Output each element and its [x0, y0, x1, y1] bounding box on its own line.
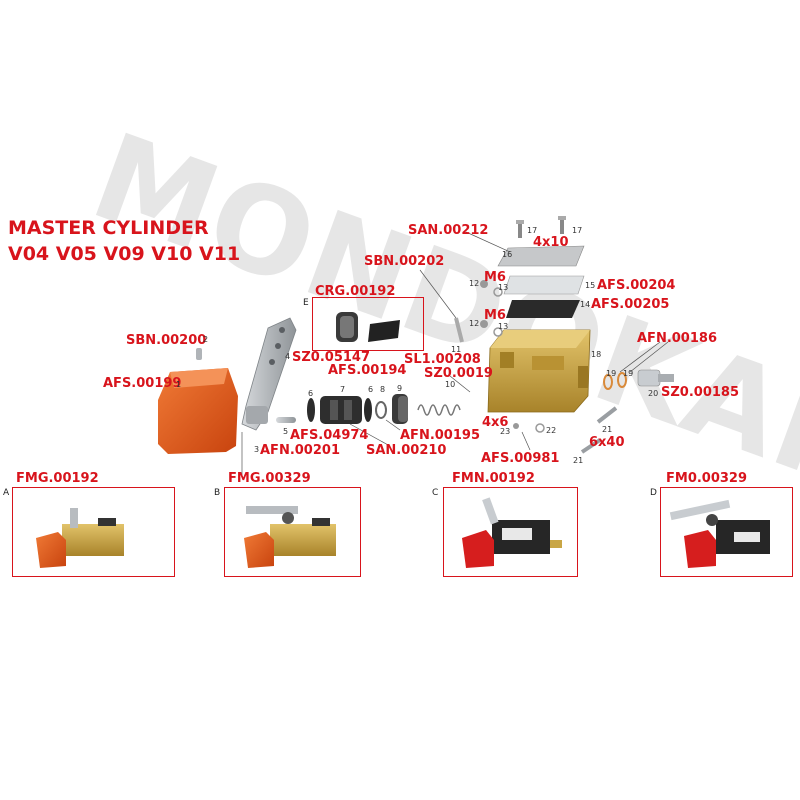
ref-number-6a: 6 [308, 389, 314, 398]
pushrod-part [276, 417, 296, 423]
ref-number-23: 23 [500, 427, 511, 436]
ref-number-14: 14 [580, 300, 591, 309]
ref-number-5: 5 [283, 427, 289, 436]
nuts-washers-part [480, 280, 503, 337]
orange-cap-part [158, 368, 238, 454]
ref-number-21a: 21 [602, 425, 613, 434]
ref-number-1: 1 [176, 380, 182, 389]
rod-part [454, 317, 464, 343]
lower-screws-part [513, 406, 618, 454]
box-letter-b: B [214, 488, 221, 498]
small-pin-part [196, 348, 202, 360]
ref-number-11: 11 [451, 345, 462, 354]
ref-number-21b: 21 [573, 456, 584, 465]
ref-number-3: 3 [254, 445, 260, 454]
ref-number-12b: 12 [469, 319, 480, 328]
ref-number-19b: 19 [623, 369, 634, 378]
title-line-1: MASTER CYLINDER [8, 217, 209, 239]
label-afs-00194: AFS.00194 [328, 363, 407, 378]
spring-part [417, 404, 461, 416]
ref-number-10: 10 [445, 380, 456, 389]
label-m6-b: M6 [484, 308, 506, 323]
ref-number-20: 20 [648, 389, 659, 398]
leader-lines [241, 231, 669, 476]
label-fmg-00329: FMG.00329 [228, 471, 311, 486]
label-afs-00199: AFS.00199 [103, 376, 182, 391]
ref-number-12a: 12 [469, 279, 480, 288]
label-sz0-0019: SZ0.0019 [424, 366, 493, 381]
kit-box-e [312, 297, 424, 351]
label-sbn-00200: SBN.00200 [126, 333, 207, 348]
label-sbn-00202: SBN.00202 [364, 254, 445, 269]
label-fm0-00329: FM0.00329 [666, 471, 748, 486]
brass-body-part [487, 329, 591, 413]
ref-number-13b: 13 [498, 322, 509, 331]
label-afs-00205: AFS.00205 [591, 297, 670, 312]
box-letter-a: A [3, 488, 10, 498]
variant-box-a [12, 487, 175, 577]
ref-number-17a: 17 [527, 226, 538, 235]
label-4x10: 4x10 [533, 235, 569, 250]
cover-screws-part [516, 216, 566, 238]
lever-arm-part [241, 317, 297, 431]
box-letter-e: E [303, 298, 309, 308]
ref-number-7: 7 [340, 385, 346, 394]
label-afn-00186: AFN.00186 [637, 331, 717, 346]
ref-number-6b: 6 [368, 385, 374, 394]
ref-number-18: 18 [591, 350, 602, 359]
variant-b-illustration [244, 506, 336, 568]
ref-number-16: 16 [502, 250, 513, 259]
title-line-2: V04 V05 V09 V10 V11 [8, 243, 241, 265]
label-san-00210: SAN.00210 [366, 443, 447, 458]
label-sl1-00208: SL1.00208 [404, 352, 481, 367]
label-crg-00192: CRG.00192 [315, 284, 396, 299]
label-6x40: 6x40 [589, 435, 625, 450]
label-fmg-00192: FMG.00192 [16, 471, 99, 486]
piston-assembly-part [307, 394, 408, 424]
label-afs-04974: AFS.04974 [290, 428, 369, 443]
ref-number-13a: 13 [498, 283, 509, 292]
label-san-00212: SAN.00212 [408, 223, 489, 238]
label-fmn-00192: FMN.00192 [452, 471, 535, 486]
ref-number-8: 8 [380, 385, 386, 394]
kit-e-illustration [336, 312, 400, 342]
variant-d-illustration [669, 499, 770, 568]
ref-number-19a: 19 [606, 369, 617, 378]
variant-box-b [224, 487, 361, 577]
label-afs-00204: AFS.00204 [597, 278, 676, 293]
label-sz0-00185: SZ0.00185 [661, 385, 739, 400]
variant-c-illustration [462, 497, 562, 568]
variant-box-d [660, 487, 793, 577]
box-letter-d: D [650, 488, 657, 498]
label-afn-00195: AFN.00195 [400, 428, 480, 443]
label-afn-00201: AFN.00201 [260, 443, 340, 458]
ref-number-15: 15 [585, 281, 596, 290]
variant-a-illustration [36, 508, 124, 568]
seal-rings-part [603, 372, 627, 390]
label-sz0-05147: SZ0.05147 [292, 350, 370, 365]
ref-number-22: 22 [546, 426, 557, 435]
ref-number-17b: 17 [572, 226, 583, 235]
ref-number-2: 2 [203, 335, 209, 344]
reservoir-cover-part [497, 245, 585, 318]
label-4x6: 4x6 [482, 415, 509, 430]
label-m6-a: M6 [484, 270, 506, 285]
ref-number-9: 9 [397, 384, 403, 393]
box-letter-c: C [432, 488, 439, 498]
label-afs-00981: AFS.00981 [481, 451, 560, 466]
banjo-bolt-part [637, 369, 674, 387]
variant-box-c [443, 487, 578, 577]
ref-number-4: 4 [285, 352, 291, 361]
